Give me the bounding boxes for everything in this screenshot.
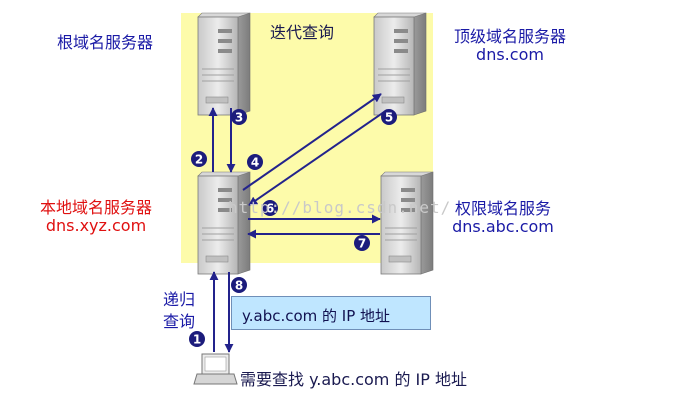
recursive-query-label: 递归 查询 <box>158 289 200 333</box>
step-badge-1: 1 <box>189 331 205 347</box>
svg-text:3: 3 <box>235 111 243 125</box>
authoritative-server-name: 权限域名服务 <box>454 199 551 218</box>
step-badge-4: 4 <box>247 154 263 170</box>
svg-text:1: 1 <box>193 333 201 347</box>
svg-text:2: 2 <box>195 153 203 167</box>
svg-text:4: 4 <box>251 156 259 170</box>
local-server-name: 本地域名服务器 <box>39 198 152 217</box>
arrow-step-5 <box>248 109 388 206</box>
step-badge-6: 6 <box>262 200 278 216</box>
watermark: http://blog.csdn.net/ <box>228 198 452 217</box>
local-server-label: 本地域名服务器 dns.xyz.com <box>26 198 166 236</box>
step-badge-2: 2 <box>191 151 207 167</box>
step-badge-8: 8 <box>231 277 247 293</box>
answer-text: y.abc.com 的 IP 地址 <box>242 307 391 325</box>
step-badge-5: 5 <box>381 109 397 125</box>
tld-server-label: 顶级域名服务器 dns.com <box>440 27 580 65</box>
laptop-icon <box>193 353 238 385</box>
svg-text:6: 6 <box>266 202 274 216</box>
step-badge-3: 3 <box>231 109 247 125</box>
root-server-icon <box>197 12 251 116</box>
svg-text:7: 7 <box>358 237 366 251</box>
authoritative-server-domain: dns.abc.com <box>452 217 554 237</box>
client-query-label: 需要查找 y.abc.com 的 IP 地址 <box>240 370 468 389</box>
svg-text:8: 8 <box>235 279 243 293</box>
authoritative-server-icon <box>380 171 434 275</box>
tld-server-name: 顶级域名服务器 <box>453 27 566 46</box>
authoritative-server-label: 权限域名服务 dns.abc.com <box>438 199 568 237</box>
local-server-icon <box>197 171 251 275</box>
answer-box <box>231 296 431 330</box>
recursive-label-line-2: 查询 <box>162 312 195 331</box>
iterative-query-title: 迭代查询 <box>270 23 335 42</box>
arrow-step-4 <box>242 93 382 191</box>
tld-server-domain: dns.com <box>476 45 544 65</box>
local-server-domain: dns.xyz.com <box>45 216 147 236</box>
recursive-label-line-1: 递归 <box>162 290 195 309</box>
step-badge-7: 7 <box>354 235 370 251</box>
tld-server-icon <box>373 12 427 116</box>
root-server-label: 根域名服务器 <box>57 33 154 52</box>
svg-text:5: 5 <box>385 111 393 125</box>
